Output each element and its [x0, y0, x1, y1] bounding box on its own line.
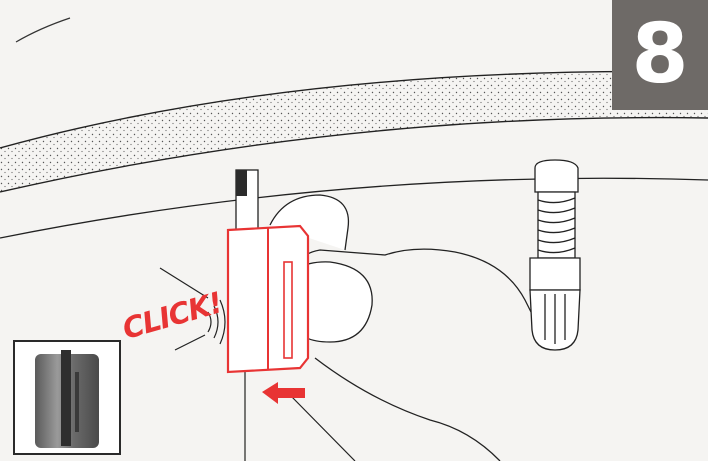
arrow-left-icon: [262, 382, 305, 404]
sensor-photo: [15, 342, 119, 453]
valve-cap-illustration: [530, 160, 580, 350]
tyre-tread: [0, 71, 708, 192]
product-photo-inset: [13, 340, 121, 455]
sensor-clip: [228, 226, 308, 372]
step-number-badge: 8: [612, 0, 708, 110]
wheel-rim: [0, 178, 708, 238]
